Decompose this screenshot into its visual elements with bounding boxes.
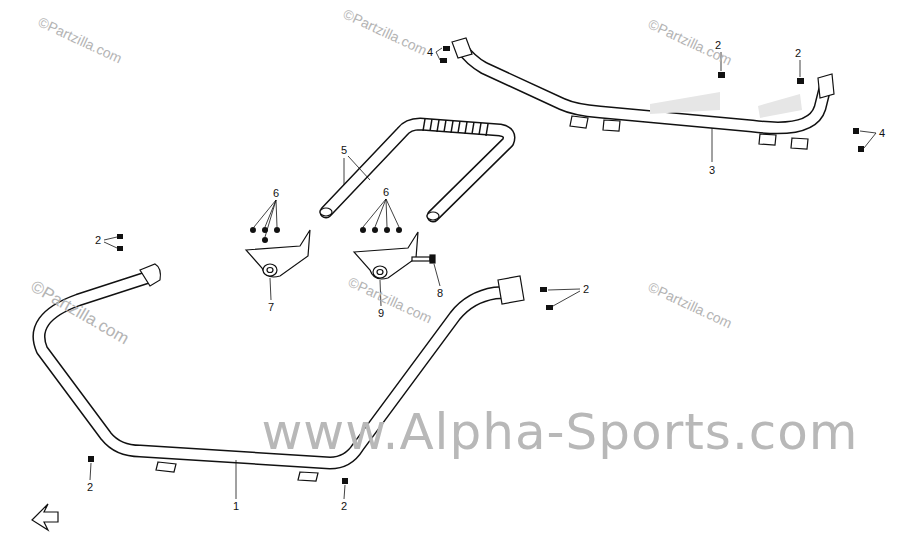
callout-number: 5 [341,145,347,156]
callout-number: 9 [378,308,384,319]
callout-number: 2 [583,284,589,295]
callout-number: 2 [341,501,347,512]
callout-number: 3 [709,165,715,176]
watermark: ©Partzilla.com [346,275,434,326]
callout-number: 4 [879,128,885,139]
watermark: ©Partzilla.com [646,280,734,331]
watermark: www.Alpha-Sports.com [261,407,858,457]
callout-number: 7 [268,302,274,313]
callout-number: 6 [273,188,279,199]
callout-number: 2 [795,48,801,59]
callout-number: 8 [437,288,443,299]
callout-number: 6 [383,187,389,198]
callout-number: 2 [95,235,101,246]
watermark: ©Partzilla.com [36,15,124,66]
callout-number: 2 [87,482,93,493]
watermark: ©Partzilla.com [341,7,429,58]
callout-number: 4 [427,47,433,58]
callout-number: 1 [233,501,239,512]
